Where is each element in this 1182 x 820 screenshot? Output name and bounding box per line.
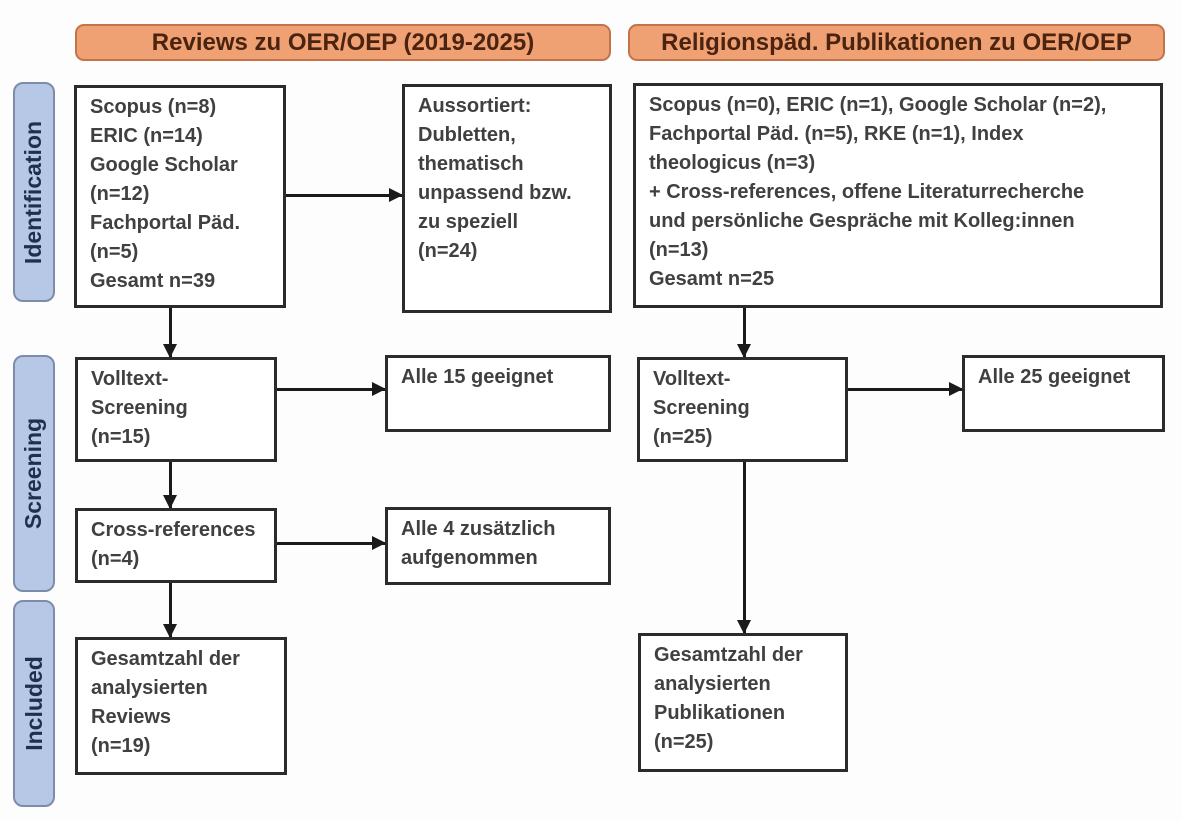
stage-label-screening-text: Screening [20,417,47,530]
arrow-left-crossref-to-included [162,583,177,638]
stage-label-included: Included [13,600,55,807]
box-left-screening-result: Alle 15 geeignet [385,355,611,432]
box-left-cross-references-result: Alle 4 zusätzlich aufgenommen [385,507,611,585]
box-left-sources: Scopus (n=8) ERIC (n=14) Google Scholar … [74,85,286,308]
stage-label-identification: Identification [13,82,55,302]
arrow-left-sources-to-screening [162,308,177,358]
arrow-right-sources-to-screening [736,308,751,358]
arrow-left-screening-to-crossref [162,462,177,509]
arrow-left-screening-to-result [277,382,386,396]
arrow-left-crossref-to-result [277,536,386,550]
stage-label-identification-text: Identification [20,120,47,264]
box-left-cross-references: Cross-references (n=4) [75,508,277,583]
column-header-left: Reviews zu OER/OEP (2019-2025) [75,24,611,61]
box-right-sources: Scopus (n=0), ERIC (n=1), Google Scholar… [633,83,1163,308]
box-left-excluded: Aussortiert: Dubletten, thematisch unpas… [402,84,612,313]
stage-label-included-text: Included [20,656,47,751]
box-left-included-total: Gesamtzahl der analysierten Reviews (n=1… [75,637,287,775]
box-right-fulltext-screening: Volltext- Screening (n=25) [637,357,848,462]
stage-label-screening: Screening [13,355,55,592]
column-header-right: Religionspäd. Publikationen zu OER/OEP [628,24,1165,61]
arrow-left-sources-to-excluded [286,188,403,202]
box-right-included-total: Gesamtzahl der analysierten Publikatione… [638,633,848,772]
box-left-fulltext-screening: Volltext- Screening (n=15) [75,357,277,462]
arrow-right-screening-to-included [736,462,751,634]
arrow-right-screening-to-result [848,382,963,396]
box-right-screening-result: Alle 25 geeignet [962,355,1165,432]
